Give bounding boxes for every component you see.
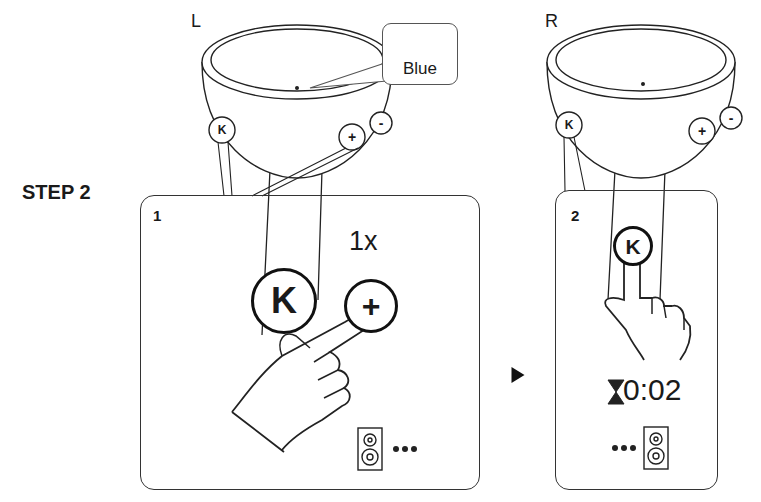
k-button: K [251,268,317,334]
step-arrow [482,367,553,383]
side-label: L [191,12,201,30]
side-label: R [545,12,558,30]
callout-bubble: Blue [382,23,458,85]
button-symbol: K [565,119,574,131]
step-number: 2 [571,208,579,223]
button-symbol: + [698,124,706,138]
node-text: 1x [349,228,378,255]
plus-button: + [344,279,398,333]
step-title: STEP 2 [22,182,91,202]
button-symbol: K [218,124,227,136]
button-symbol: - [379,116,384,130]
k-button: K [613,226,653,266]
button-symbol: K [271,283,297,319]
button-symbol: K [625,236,640,257]
node-text: 0:02 [623,375,681,405]
step-panel: 2 0:02 K [555,190,718,490]
step-panel: 1 1xK + [140,195,480,490]
button-symbol: + [348,130,356,144]
step-number: 1 [153,208,161,223]
node-text: Blue [403,60,437,77]
button-symbol: + [362,290,381,322]
button-symbol: - [729,111,734,125]
